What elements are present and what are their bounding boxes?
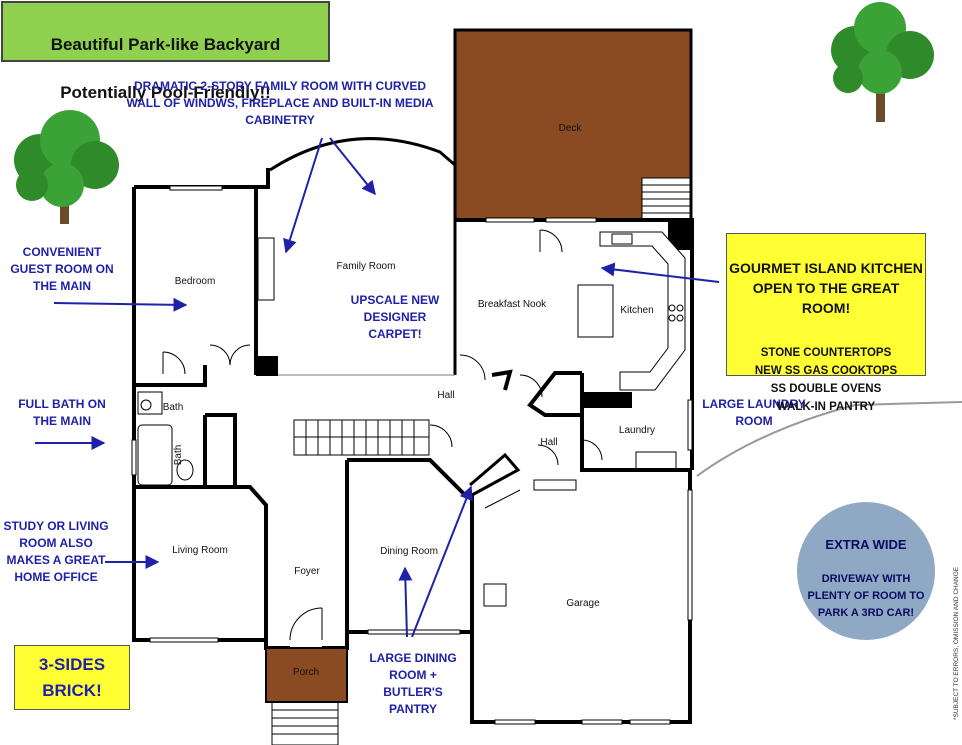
driveway-edge <box>696 401 962 477</box>
driveway-badge: EXTRA WIDE DRIVEWAY WITH PLENTY OF ROOM … <box>797 518 935 639</box>
callout-full-bath: FULL BATH ON THE MAIN <box>18 397 106 428</box>
room-label-kitchen: Kitchen <box>620 305 653 316</box>
room-label-porch: Porch <box>293 667 319 678</box>
door-swings <box>162 229 677 641</box>
room-label-hall-small: Hall <box>540 437 557 448</box>
room-label-garage: Garage <box>566 598 600 609</box>
tree-icon-right <box>831 2 934 122</box>
room-label-bath-1: Bath <box>163 402 184 413</box>
room-label-living-room: Living Room <box>172 545 228 556</box>
callout-study: STUDY OR LIVING ROOM ALSO MAKES A GREAT … <box>3 519 109 584</box>
room-label-dining-room: Dining Room <box>380 546 438 557</box>
room-label-laundry: Laundry <box>619 425 655 436</box>
callout-guest-room: CONVENIENT GUEST ROOM ON THE MAIN <box>10 245 114 293</box>
callout-dining: LARGE DINING ROOM + BUTLER'S PANTRY <box>369 651 457 716</box>
laundry-block <box>584 392 632 408</box>
kitchen-feature-list: STONE COUNTERTOPS NEW SS GAS COOKTOPS SS… <box>754 347 898 413</box>
kitchen-counters <box>577 231 686 391</box>
room-label-family-room: Family Room <box>337 261 396 272</box>
fireplace <box>256 356 278 376</box>
room-label-bath-2: Bath <box>173 445 184 466</box>
brick-box: 3-SIDES BRICK! <box>14 645 130 710</box>
room-label-breakfast-nook: Breakfast Nook <box>478 299 547 310</box>
driveway-badge-body: DRIVEWAY WITH PLENTY OF ROOM TO PARK A 3… <box>807 573 925 619</box>
kitchen-feature-box: GOURMET ISLAND KITCHEN OPEN TO THE GREAT… <box>726 233 926 413</box>
driveway-badge-circle <box>797 502 935 640</box>
porch-floor <box>265 647 348 703</box>
bath-fixtures <box>137 391 194 486</box>
callout-family-room: DRAMATIC 2-STORY FAMILY ROOM WITH CURVED… <box>126 79 434 127</box>
backyard-banner: Beautiful Park-like Backyard Potentially… <box>1 1 330 102</box>
backyard-banner-line2: Potentially Pool-Friendly!! <box>60 83 271 102</box>
callout-arrows <box>35 137 720 638</box>
media-cabinetry <box>257 237 275 301</box>
porch-stairs <box>271 701 339 745</box>
kitchen-feature-title: GOURMET ISLAND KITCHEN OPEN TO THE GREAT… <box>729 260 923 316</box>
callout-laundry: LARGE LAUNDRY ROOM <box>702 397 806 428</box>
disclaimer: *SUBJECT TO ERRORS, OMISSION AND CHANGE <box>953 566 960 720</box>
room-label-hall-main: Hall <box>437 390 454 401</box>
room-label-bedroom: Bedroom <box>175 276 216 287</box>
deck-stairs <box>641 177 691 221</box>
backyard-banner-line1: Beautiful Park-like Backyard <box>50 35 281 54</box>
tree-icon-left <box>14 110 119 224</box>
room-label-deck: Deck <box>559 123 583 134</box>
callout-carpet: UPSCALE NEW DESIGNER CARPET! <box>350 293 440 341</box>
main-stairs <box>293 419 430 456</box>
driveway-badge-title: EXTRA WIDE <box>825 537 907 552</box>
room-label-foyer: Foyer <box>294 566 320 577</box>
